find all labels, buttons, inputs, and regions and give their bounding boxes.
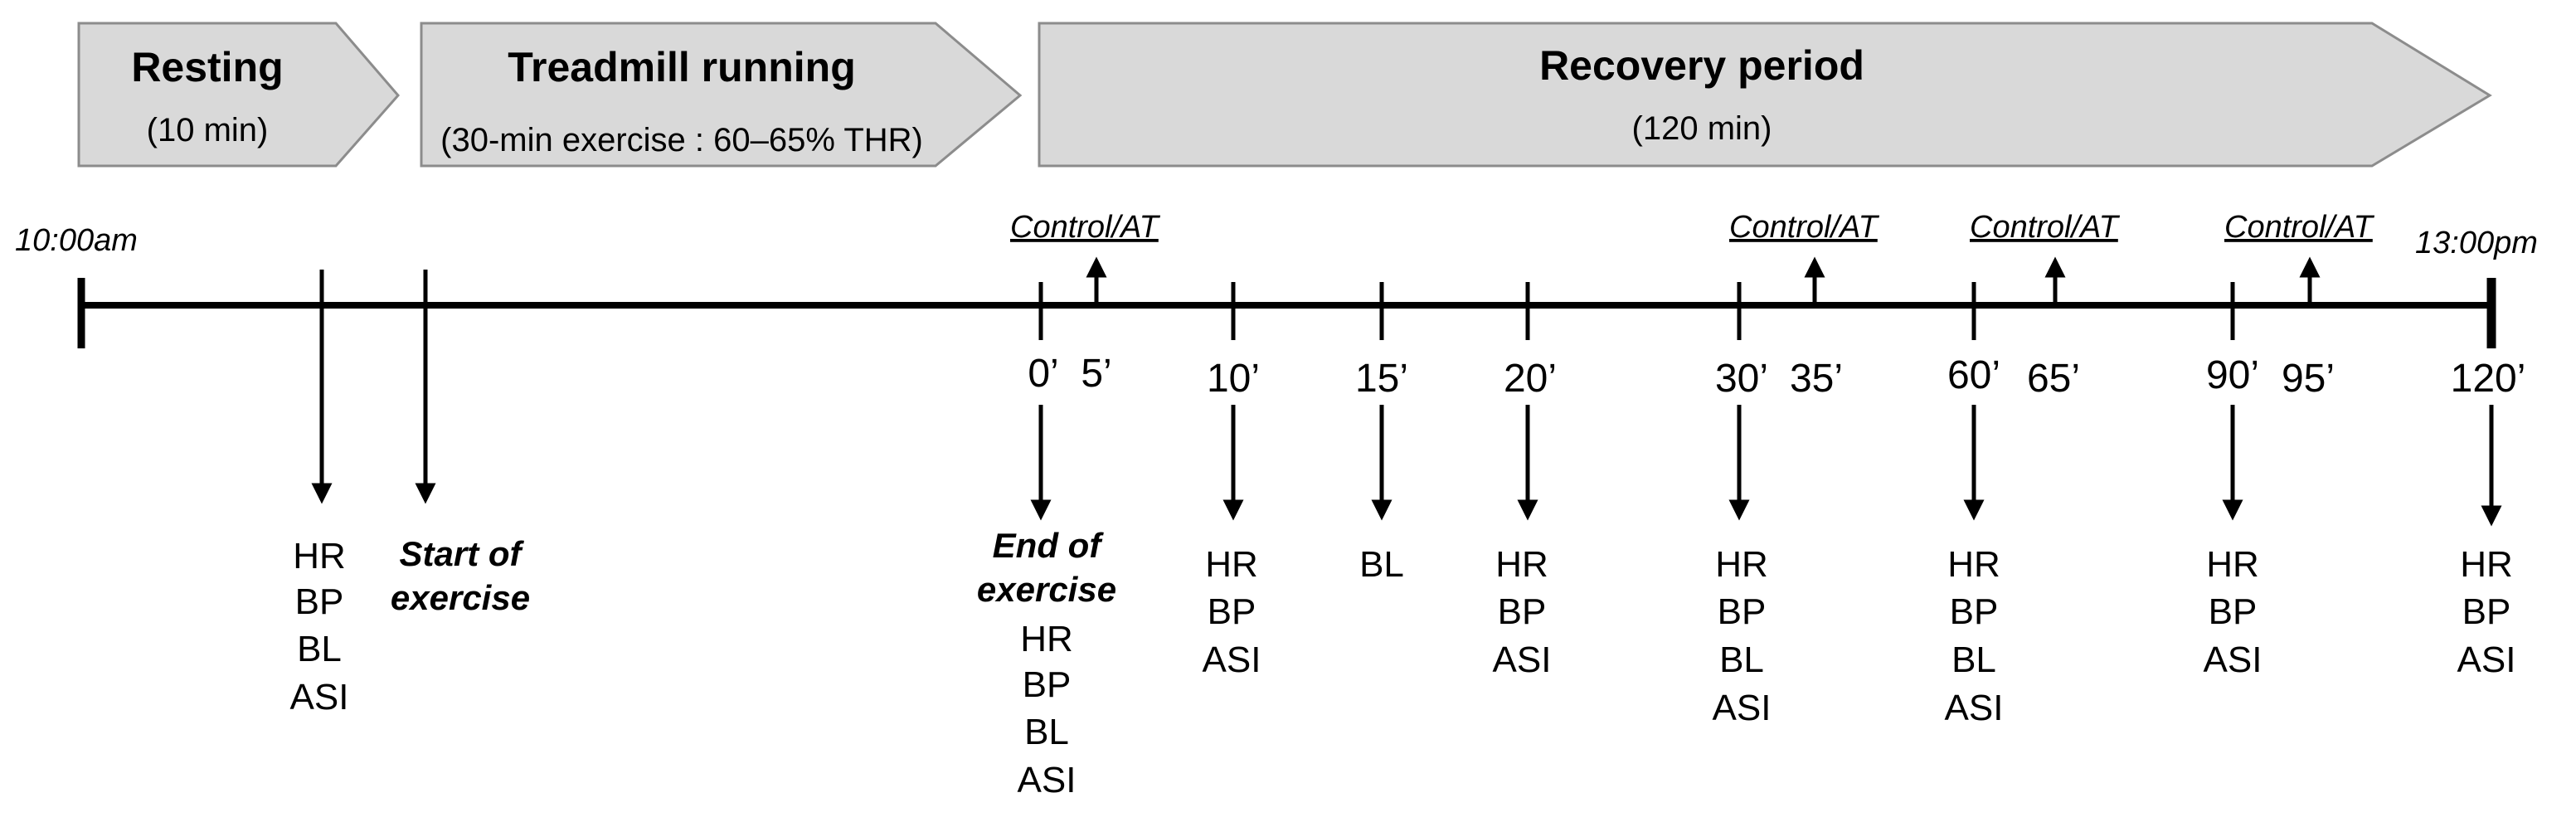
phase-recovery-title: Recovery period [1539,42,1864,89]
measurement-item: HR [2460,544,2513,585]
control-label-95: Control/AT [2224,210,2375,245]
measurement-item: BL [1359,544,1404,585]
measurement-item: BP [1950,591,1999,632]
phase-resting-title: Resting [131,44,283,90]
control-label-5: Control/AT [1010,210,1161,245]
tick-label-0: 0’ [1028,352,1058,396]
measurement-item: BL [297,629,342,669]
control-arrows [1086,256,2321,305]
measurement-item: ASI [290,677,349,717]
measurements-t0: HR BP BL ASI [1018,619,1077,800]
phase-treadmill-title: Treadmill running [508,44,855,90]
phase-resting-shape [77,22,400,168]
measurements-t15: BL [1359,544,1404,585]
tick-label-20: 20’ [1504,357,1557,401]
measurement-item: HR [1020,619,1073,659]
measurements-t60: HR BP BL ASI [1945,544,2004,728]
measurement-item: BP [295,581,344,622]
measurement-item: BL [1024,712,1069,752]
tick-label-120: 120’ [2451,357,2526,401]
measurement-item: BL [1719,640,1764,680]
tick-label-10: 10’ [1207,357,1260,401]
tick-label-35: 35’ [1790,357,1843,401]
phase-treadmill-shape [420,22,1023,168]
measurements-t90: HR BP ASI [2204,544,2263,680]
measurement-item: BP [1208,591,1256,632]
tick-label-30: 30’ [1715,357,1768,401]
end-exercise-label-line1: End of [993,526,1105,565]
measurement-item: ASI [2457,640,2516,680]
measurement-item: BP [1023,664,1072,705]
measurement-item: BP [2462,591,2511,632]
phase-treadmill-detail: (30-min exercise : 60–65% THR) [440,122,923,158]
tick-labels: 0’ 5’ 10’ 15’ 20’ 30’ 35’ 60’ 65’ 90’ 95… [1028,352,2525,401]
measurements-t20: HR BP ASI [1493,544,1552,680]
measurement-item: BP [1498,591,1547,632]
measurement-item: ASI [1945,688,2004,728]
measurement-item: ASI [2204,640,2263,680]
measurement-item: ASI [1713,688,1772,728]
timeline-end-label: 13:00pm [2415,226,2538,260]
measurement-item: HR [1947,544,2000,585]
tick-label-90: 90’ [2206,353,2259,397]
control-label-65: Control/AT [1970,210,2121,245]
phase-recovery-detail: (120 min) [1632,110,1772,147]
measurement-arrows [311,305,2502,527]
end-exercise-label-line2: exercise [977,570,1116,609]
tick-label-95: 95’ [2282,357,2335,401]
tick-label-60: 60’ [1947,353,2000,397]
measurement-item: HR [1715,544,1768,585]
phase-resting-detail: (10 min) [147,112,269,148]
phase-recovery-shape [1038,22,2492,168]
measurements-resting: HR BP BL ASI [290,536,349,717]
measurement-item: HR [1495,544,1548,585]
control-label-35: Control/AT [1729,210,1880,245]
start-exercise-label-line1: Start of [400,534,525,573]
start-exercise-label-line2: exercise [391,578,530,617]
tick-label-65: 65’ [2027,357,2080,401]
tick-label-15: 15’ [1355,357,1408,401]
measurement-item: BL [1951,640,1996,680]
measurements-t30: HR BP BL ASI [1713,544,1772,728]
measurement-item: BP [1718,591,1767,632]
tick-label-5: 5’ [1081,352,1111,396]
measurement-item: HR [1205,544,1258,585]
measurement-item: HR [293,536,346,576]
tick-marks [319,270,2235,340]
measurement-item: BP [2209,591,2258,632]
timeline-start-label: 10:00am [15,223,138,258]
measurements-t120: HR BP ASI [2457,544,2516,680]
measurement-item: HR [2206,544,2259,585]
measurement-item: ASI [1493,640,1552,680]
measurement-item: ASI [1203,640,1261,680]
measurement-item: ASI [1018,760,1077,800]
measurements-t10: HR BP ASI [1203,544,1261,680]
